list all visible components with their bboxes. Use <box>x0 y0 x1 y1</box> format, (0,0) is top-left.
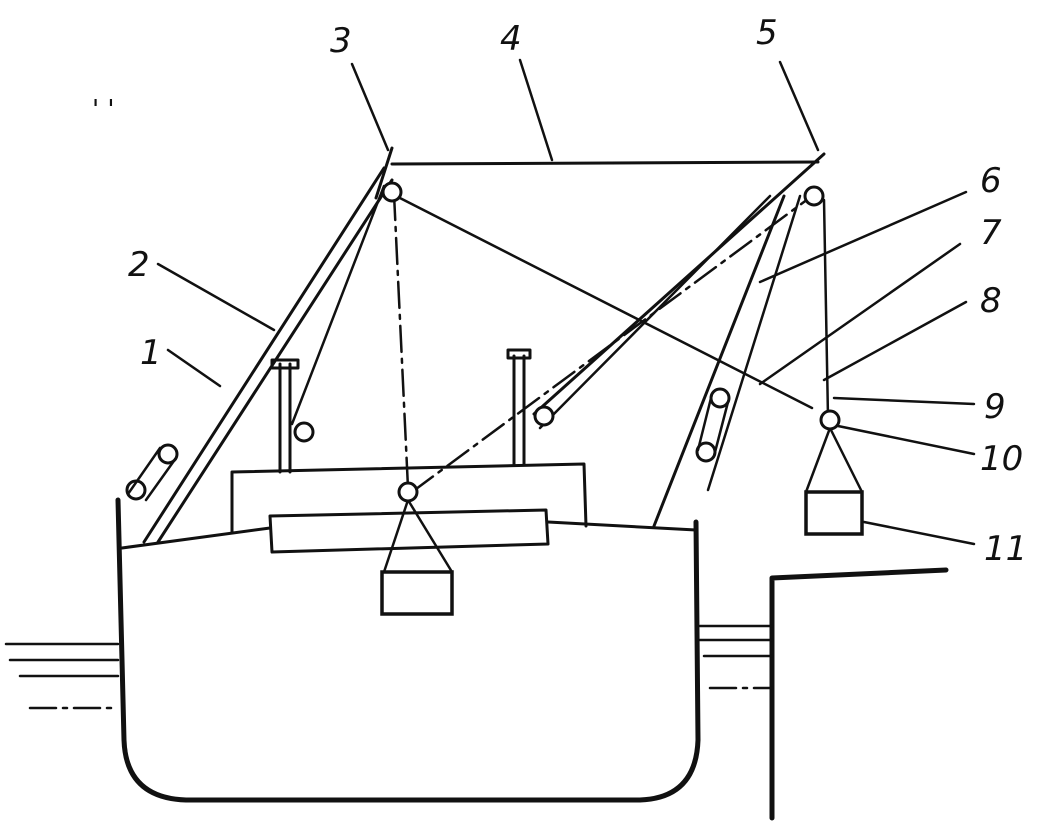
leader-10 <box>836 424 976 456</box>
derrick-boom-right-inner <box>538 194 772 430</box>
leader-lines <box>156 58 976 546</box>
leader-3 <box>350 62 390 152</box>
label-1: 1 <box>140 333 162 373</box>
cargo-fall-left <box>392 192 410 490</box>
label-3: 3 <box>330 21 352 61</box>
cargo-runner-diagonal <box>410 194 814 494</box>
cargo-runner-right-vertical <box>822 198 830 420</box>
label-5: 5 <box>756 13 778 53</box>
pulley-block-cargo-hook-right <box>819 409 841 431</box>
span-rope <box>390 160 820 166</box>
pulley-block-mast-right <box>533 405 555 427</box>
leader-11 <box>862 520 976 546</box>
water-lines-left <box>4 642 120 710</box>
pulley-block-winch-2 <box>157 443 179 465</box>
water-lines-right <box>698 624 774 690</box>
label-8: 8 <box>980 281 1002 321</box>
winch-block-bracket <box>126 446 178 502</box>
leader-8 <box>822 300 968 382</box>
leader-7 <box>758 242 962 386</box>
label-10: 10 <box>980 439 1023 479</box>
boom-right-block-bracket <box>696 392 730 458</box>
sling-right <box>804 426 864 494</box>
label-2: 2 <box>128 245 150 285</box>
hatch-cover <box>268 508 550 554</box>
leader-6 <box>758 190 968 284</box>
label-6: 6 <box>980 161 1002 201</box>
leader-1 <box>166 348 222 388</box>
topping-lift-right <box>706 194 802 492</box>
topping-lift-left <box>290 184 386 426</box>
pulley-block-mast-left <box>293 421 315 443</box>
leader-5 <box>778 60 820 152</box>
label-7: 7 <box>980 213 1002 253</box>
ship-hull <box>115 497 701 803</box>
cargo-load-hold <box>380 570 454 616</box>
derrick-head-left <box>374 146 394 200</box>
pulley-block-boom-head-left <box>381 181 403 203</box>
leader-4 <box>518 58 554 162</box>
pulley-block-boom-head-right <box>803 185 825 207</box>
leader-2 <box>156 262 276 332</box>
leader-9 <box>832 396 976 406</box>
label-9: 9 <box>984 387 1006 427</box>
pulley-block-cargo-hook-left <box>397 481 419 503</box>
cargo-load-quay <box>804 490 864 536</box>
guy-rope-sag <box>394 194 814 410</box>
corner-mark: ' ' <box>92 95 115 125</box>
sling-left <box>382 498 454 574</box>
label-4: 4 <box>500 19 522 59</box>
label-11: 11 <box>984 529 1027 569</box>
ship-deck <box>120 520 698 550</box>
quay-wall <box>769 567 949 821</box>
derrick-boom-left <box>142 166 394 544</box>
